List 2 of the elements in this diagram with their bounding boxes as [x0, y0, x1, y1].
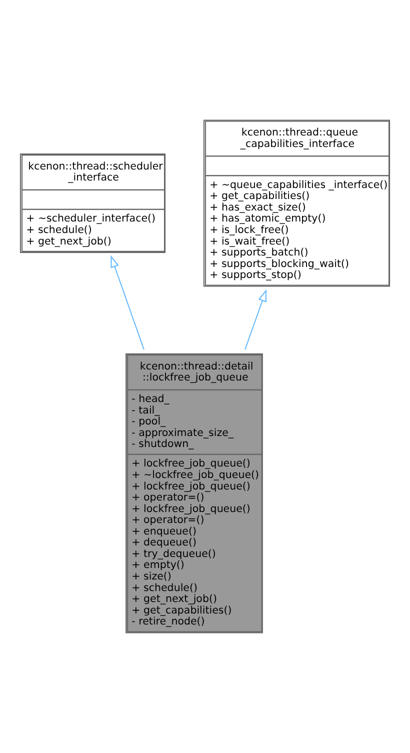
arrow: [110, 255, 144, 350]
arrow: [244, 289, 266, 350]
